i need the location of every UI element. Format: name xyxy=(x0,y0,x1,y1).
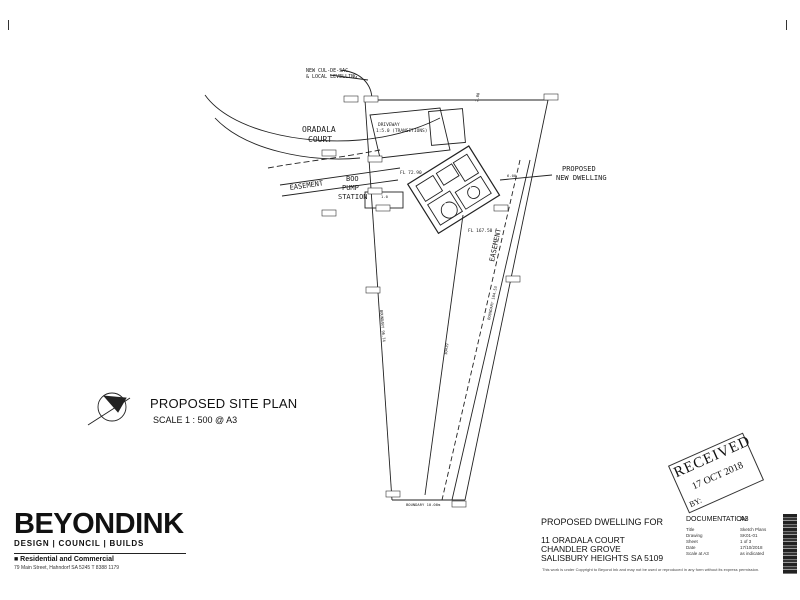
dim-tag xyxy=(493,204,509,212)
doc-row-value: SK01-01 xyxy=(740,533,758,538)
cul-de-sac-label: NEW CUL-DE-SAC xyxy=(306,68,348,74)
road-name-label: ORADALA xyxy=(302,125,336,134)
boundary-bottom-label: BOUNDARY 10.00m xyxy=(406,502,441,507)
lot-boundary-right xyxy=(464,99,549,501)
easement-line-right xyxy=(441,159,521,501)
garage-pad xyxy=(428,108,466,146)
company-logo: BEYONDINK DESIGN | COUNCIL | BUILDS xyxy=(14,508,184,548)
road-edge-2 xyxy=(267,149,381,169)
dwelling-label-2: NEW DWELLING xyxy=(556,174,607,182)
cul-de-sac-curve-2 xyxy=(214,117,361,160)
dim-tag xyxy=(451,500,467,508)
doc-row-value: Sketch Plans xyxy=(740,527,767,532)
firm-description: ■ Residential and Commercial xyxy=(14,556,114,563)
doc-row-label: Title xyxy=(686,527,695,532)
dwelling-label: PROPOSED xyxy=(562,165,596,173)
floor-level-label-2: FL 167.50 xyxy=(468,228,493,234)
north-arrow-icon xyxy=(87,392,131,426)
lot-boundary-left xyxy=(364,99,393,501)
cul-de-sac-label-2: & LOCAL LEVELLING xyxy=(306,74,357,80)
easement-left-line xyxy=(279,167,401,186)
documentation-heading: DOCUMENTATION xyxy=(686,516,747,523)
dwelling-footprint xyxy=(406,145,501,235)
logo-wordmark: BEYONDINK xyxy=(14,508,184,540)
copyright-notice: This work is under Copyright to Beyond I… xyxy=(542,567,760,572)
pump-station-label-2: PUMP xyxy=(342,184,359,192)
cul-de-sac-curve xyxy=(204,94,441,142)
project-heading: PROPOSED DWELLING FOR xyxy=(541,517,664,527)
dim-tag xyxy=(505,275,521,283)
easement-left-line-2 xyxy=(281,179,399,197)
leader-line-dwelling xyxy=(499,174,553,181)
dim-tag xyxy=(321,209,337,217)
boundary-right-label: BOUNDARY 104.53 xyxy=(486,286,498,321)
crop-mark-right xyxy=(786,20,787,30)
doc-row-label: Sheet xyxy=(686,539,698,544)
site-plan-title-block: PROPOSED SITE PLAN SCALE 1 : 500 @ A3 xyxy=(150,396,297,425)
firm-address: 79 Main Street, Hahndorf SA 5245 T 8388 … xyxy=(14,565,120,571)
site-plan-scale: SCALE 1 : 500 @ A3 xyxy=(153,415,238,425)
logo-tagline: DESIGN | COUNCIL | BUILDS xyxy=(14,539,145,548)
doc-row-value: 17/10/2018 xyxy=(740,545,763,550)
centre-mark-label: 30419 xyxy=(443,342,449,355)
leader-line xyxy=(329,74,369,81)
driveway-label: DRIVEWAY xyxy=(378,122,400,128)
dim-tag xyxy=(363,95,379,103)
setback-label-2: 6.00 xyxy=(507,173,517,178)
documentation-size: A3 xyxy=(740,516,749,523)
project-address-line: SALISBURY HEIGHTS SA 5109 xyxy=(541,553,664,563)
doc-row-value: 1 of 3 xyxy=(740,539,752,544)
dim-tag xyxy=(321,149,337,157)
crop-mark-left xyxy=(8,20,9,30)
dim-tag xyxy=(543,93,559,101)
floor-level-label: FL 72.90 xyxy=(400,170,422,176)
doc-row-label: Scale at A3 xyxy=(686,551,709,556)
dim-tag xyxy=(367,187,383,195)
doc-row-label: Drawing xyxy=(686,533,703,538)
dim-tag xyxy=(367,155,383,163)
easement-line-right-2 xyxy=(451,159,531,501)
site-plan-title: PROPOSED SITE PLAN xyxy=(150,396,298,411)
setback-label: 2.00 xyxy=(474,92,481,103)
pump-station-label: BOO xyxy=(346,175,359,183)
doc-row-label: Date xyxy=(686,545,696,550)
firm-divider xyxy=(14,553,186,554)
easement-left-label: EASEMENT xyxy=(289,179,324,192)
road-name-label-2: COURT xyxy=(308,135,332,144)
project-address-line: 11 ORADALA COURT xyxy=(541,535,625,545)
dim-tag xyxy=(365,286,381,294)
boundary-left-label: BOUNDARY 96.74 xyxy=(379,310,387,343)
dim-tag xyxy=(343,95,359,103)
driveway-label-2: 1:5.0 (TRANSITIONS) xyxy=(376,128,427,134)
pump-station-label-3: STATION xyxy=(338,193,368,201)
driveway-outline xyxy=(369,107,451,159)
setback-label-3: 1.0 xyxy=(381,194,389,199)
dim-tag xyxy=(385,490,401,498)
project-address-line: CHANDLER GROVE xyxy=(541,544,621,554)
centre-line xyxy=(424,214,464,496)
dim-tag xyxy=(375,204,391,212)
doc-row-value: as indicated xyxy=(740,551,765,556)
scan-edge-strip xyxy=(783,514,797,574)
